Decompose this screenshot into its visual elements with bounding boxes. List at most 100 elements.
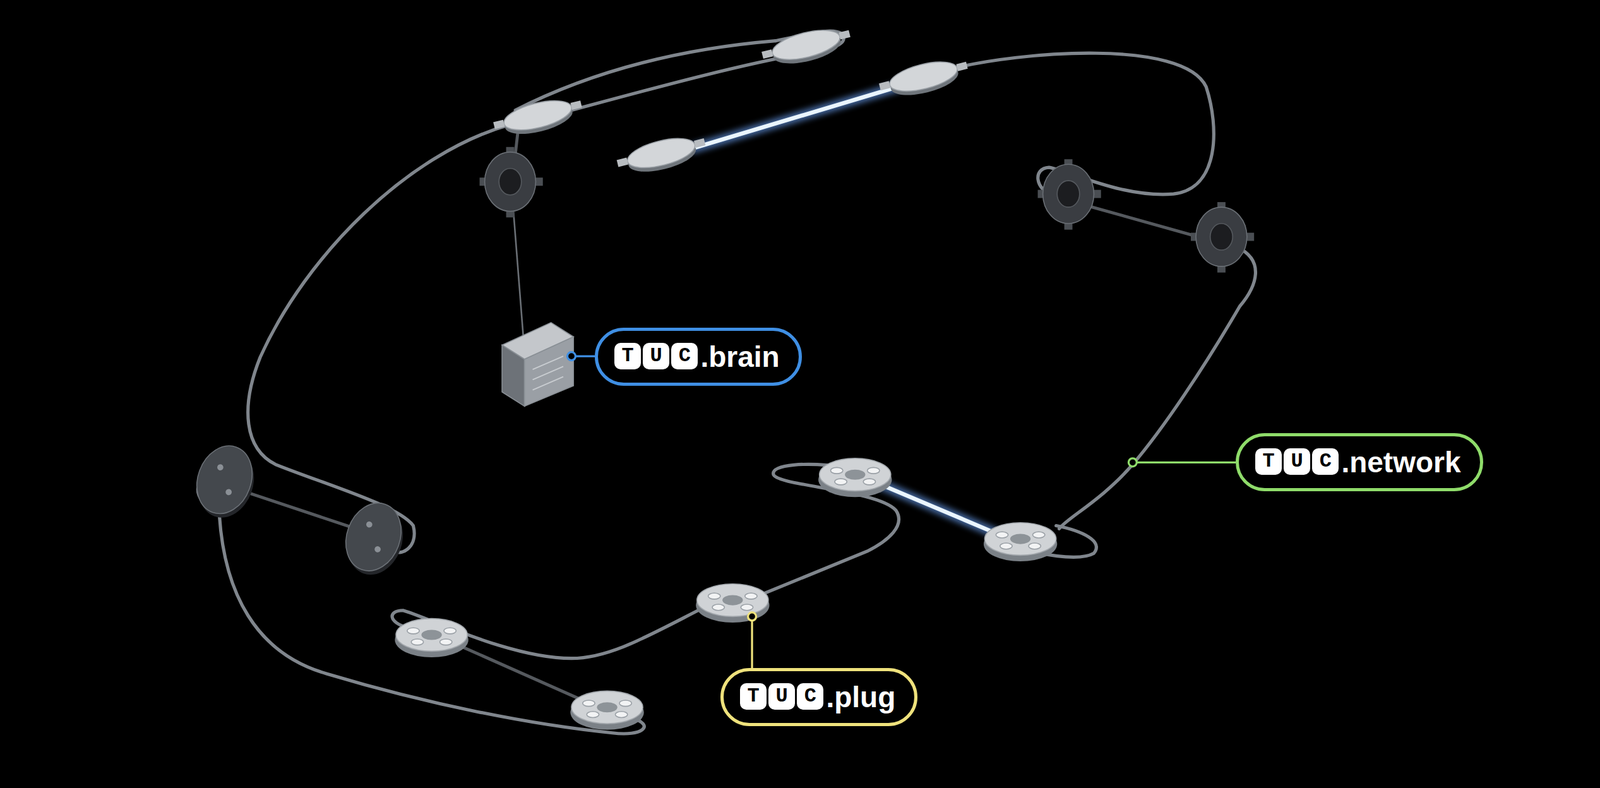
module: [1210, 223, 1234, 251]
module: [818, 458, 892, 497]
module: [1190, 202, 1254, 273]
module: [479, 147, 544, 218]
brand-logo: TUC: [614, 342, 698, 371]
lit-cable: [869, 479, 996, 533]
module: [1032, 531, 1045, 538]
module: [335, 495, 414, 583]
module: [745, 592, 758, 600]
cable: [1058, 246, 1256, 529]
callout-pill: TUC.brain: [594, 327, 802, 386]
module: [187, 438, 262, 522]
module: [570, 690, 644, 730]
module: [582, 700, 595, 707]
module: [995, 531, 1008, 538]
module: [616, 157, 629, 168]
module: [708, 592, 721, 600]
brain-box: [501, 322, 574, 407]
module: [983, 522, 1057, 562]
module: [186, 22, 1255, 730]
short-cable: [239, 127, 1210, 705]
module: [830, 467, 843, 474]
leader-line: [748, 612, 757, 621]
module: [186, 438, 265, 526]
leader-line: [750, 620, 753, 669]
cable: [219, 515, 645, 734]
product-name: .network: [1341, 446, 1461, 479]
module: [1028, 543, 1041, 550]
module: [1010, 533, 1031, 544]
module: [373, 545, 382, 554]
module: [570, 100, 582, 110]
short-cable: [448, 640, 592, 705]
module: [614, 711, 627, 718]
module: [712, 604, 725, 611]
module: [394, 618, 468, 658]
module: [224, 488, 233, 496]
module: [491, 92, 586, 143]
module: [586, 711, 599, 718]
cable: [515, 41, 776, 111]
module: [985, 522, 1057, 556]
thin-wire: [513, 208, 524, 339]
cable: [556, 53, 807, 115]
module: [484, 152, 537, 212]
cable: [197, 30, 1256, 734]
lit-cable: [869, 479, 996, 533]
brand-logo: TUC: [740, 683, 824, 711]
brand-mark: TUC: [740, 683, 831, 710]
module: [1000, 543, 1013, 550]
module: [955, 61, 968, 72]
module: [844, 469, 866, 480]
module: [761, 49, 773, 59]
module: [838, 30, 850, 40]
module: [619, 700, 632, 707]
module: [411, 638, 424, 646]
brain-box: [524, 336, 574, 406]
module: [1043, 164, 1095, 224]
module: [693, 138, 706, 148]
cable: [248, 124, 511, 553]
module: [624, 132, 698, 174]
leader-line: [567, 352, 576, 361]
product-name: .plug: [825, 681, 896, 714]
module: [740, 604, 753, 611]
brand-mark: TUC: [1255, 448, 1347, 475]
module: [878, 80, 891, 91]
lit-cable: [693, 86, 898, 148]
callout-pill: TUC.plug: [720, 668, 918, 727]
module: [395, 618, 468, 652]
module: [819, 458, 891, 492]
brain-box: [532, 356, 564, 390]
short-cable: [239, 489, 363, 532]
module: [596, 702, 617, 713]
module: [216, 463, 225, 472]
cable: [392, 602, 715, 659]
module: [722, 594, 743, 605]
module: [1056, 180, 1080, 208]
module: [493, 119, 505, 130]
short-cable: [1081, 203, 1210, 240]
lit-cable: [693, 86, 996, 533]
module: [769, 24, 843, 66]
module: [440, 638, 453, 646]
module: [877, 53, 972, 103]
module: [863, 478, 876, 485]
module: [759, 22, 854, 72]
module: [887, 56, 961, 97]
brain-box: [501, 344, 525, 406]
module: [1038, 159, 1102, 230]
module: [697, 584, 769, 617]
leader-line: [1128, 458, 1137, 467]
module: [571, 690, 643, 724]
module: [407, 627, 420, 634]
product-name: .brain: [700, 340, 780, 374]
lit-cable: [693, 86, 898, 148]
brand-logo: TUC: [1255, 448, 1339, 477]
module: [834, 478, 847, 485]
module: [695, 584, 770, 623]
module: [498, 168, 522, 196]
module: [336, 495, 411, 579]
brand-mark: TUC: [614, 342, 706, 370]
leader-line: [1136, 461, 1236, 464]
